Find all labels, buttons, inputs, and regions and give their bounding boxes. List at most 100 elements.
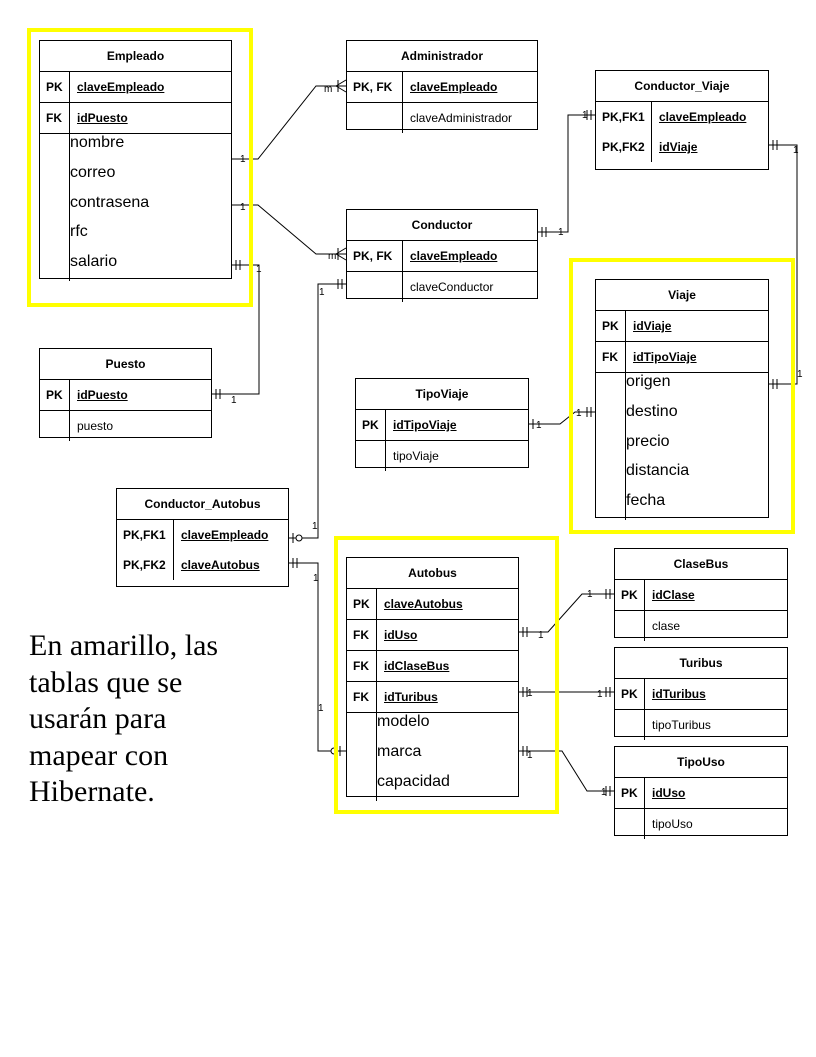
rel-conductor-conductorviaje [538, 114, 595, 233]
card-label: 1 [797, 369, 803, 380]
key-type: PK,FK2 [117, 550, 174, 580]
attribute: tipoUso [652, 817, 693, 831]
highlight-empleado [27, 28, 253, 307]
attribute: destino [626, 402, 678, 420]
attr-row: claveAdministrador [347, 103, 537, 133]
rel-autobus-tipouso [519, 750, 614, 792]
table-title: Puesto [40, 349, 211, 380]
key-type: PK, FK [347, 241, 403, 271]
table-title: Empleado [40, 41, 231, 72]
key-type: PK,FK1 [596, 102, 652, 132]
attribute: distancia [626, 462, 690, 480]
table-title: Viaje [596, 280, 768, 311]
card-label: 1 [597, 689, 603, 700]
attribute: marca [377, 742, 422, 760]
key-field: claveAutobus [181, 558, 260, 572]
attribute: fecha [626, 492, 666, 510]
table-title: Administrador [347, 41, 537, 72]
rel-autobus-clasebus [519, 593, 614, 633]
key-field: idClase [652, 588, 695, 602]
table-title: Conductor [347, 210, 537, 241]
key-type: PK [615, 679, 645, 709]
key-row: FK idClaseBus [347, 651, 518, 682]
key-field: claveEmpleado [181, 528, 269, 542]
key-type: FK [596, 342, 626, 372]
card-label: 1 [576, 408, 582, 419]
attribute: precio [626, 432, 670, 450]
key-field: idViaje [633, 319, 672, 333]
key-type: PK [615, 778, 645, 808]
card-label: 1 [319, 287, 325, 298]
rel-conductorviaje-viaje [769, 144, 798, 385]
key-type: PK,FK1 [117, 520, 174, 550]
key-row: PK,FK2 claveAutobus [117, 550, 288, 580]
attribute: claveConductor [410, 280, 494, 294]
attribute: tipoTuribus [652, 718, 711, 732]
key-type: PK [615, 580, 645, 610]
rel-conductor-conductorautobus [289, 283, 346, 539]
key-type: PK [356, 410, 386, 440]
key-row: PK,FK1 claveEmpleado [117, 520, 288, 550]
rel-empleado-puesto [212, 264, 260, 395]
key-field: claveEmpleado [77, 80, 165, 94]
key-field: claveEmpleado [410, 80, 498, 94]
card-label: 1 [256, 264, 262, 275]
key-type: PK,FK2 [596, 132, 652, 162]
card-label: 1 [582, 110, 588, 121]
card-label: 1 [240, 202, 246, 213]
key-row: PK idClase [615, 580, 787, 611]
card-label: 1 [601, 787, 607, 798]
card-label: 1 [312, 521, 318, 532]
attribute: nombre [70, 134, 125, 151]
key-type: PK [347, 589, 377, 619]
attr-row: puesto [40, 411, 211, 441]
table-title: Autobus [347, 558, 518, 589]
attribute: tipoViaje [393, 449, 439, 463]
card-label: 1 [587, 589, 593, 600]
key-type: FK [347, 620, 377, 650]
rel-empleado-administrador [232, 85, 346, 160]
key-field: idUso [384, 628, 418, 642]
table-title: TipoViaje [356, 379, 528, 410]
table-conductor: Conductor PK, FK claveEmpleado claveCondu… [346, 209, 538, 302]
key-type: PK [40, 380, 70, 410]
table-title: Conductor_Viaje [596, 71, 768, 102]
attr-row: clase [615, 611, 787, 641]
card-label: 1 [527, 750, 533, 761]
key-field: idTipoViaje [633, 350, 697, 364]
attribute: clase [652, 619, 681, 633]
attribute: salario [70, 253, 118, 271]
attribute: correo [70, 163, 116, 181]
key-type: FK [347, 651, 377, 681]
key-field: claveEmpleado [659, 110, 747, 124]
highlight-autobus [334, 536, 559, 814]
key-field: idClaseBus [384, 659, 450, 673]
card-label: m [324, 84, 332, 95]
table-title: TipoUso [615, 747, 787, 778]
card-label: 1 [558, 227, 564, 238]
key-type: FK [347, 682, 377, 712]
key-row: PK idTuribus [615, 679, 787, 710]
attr-row: tipoViaje [356, 441, 528, 471]
key-field: claveEmpleado [410, 249, 498, 263]
key-row: FK idTipoViaje [596, 342, 768, 373]
attribute: rfc [70, 223, 88, 241]
table-conductor-viaje: Conductor_Viaje PK,FK1 claveEmpleado PK,F… [595, 70, 769, 170]
key-field: idTuribus [652, 687, 706, 701]
key-field: idViaje [659, 140, 698, 154]
card-label: m [328, 251, 336, 262]
highlight-viaje [569, 258, 795, 534]
attribute: origen [626, 373, 671, 390]
